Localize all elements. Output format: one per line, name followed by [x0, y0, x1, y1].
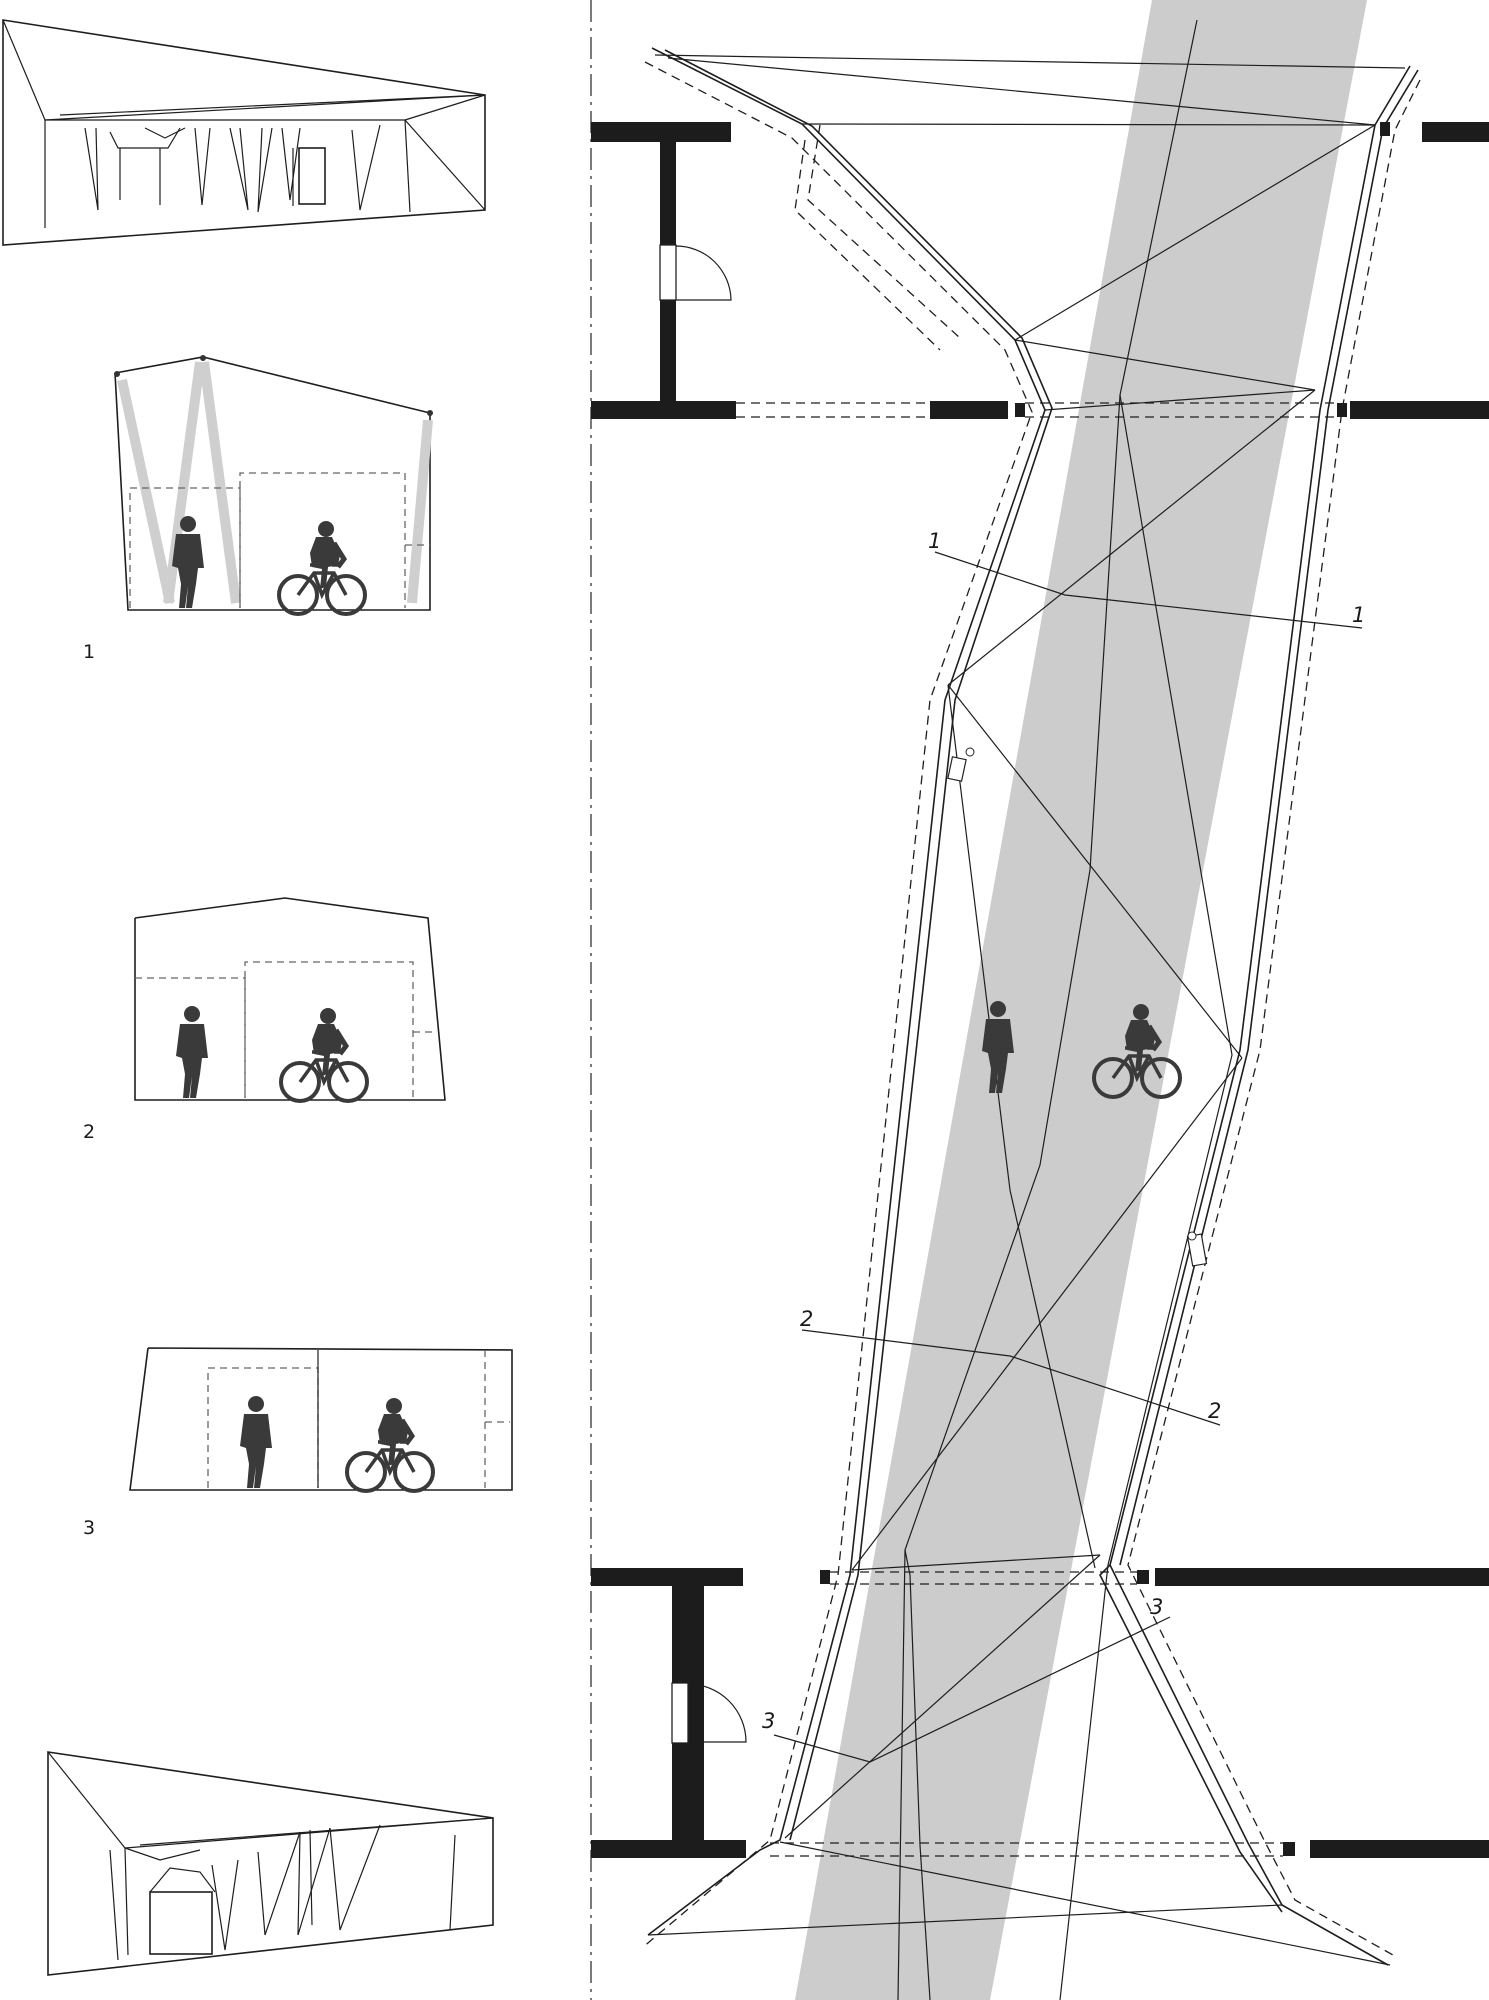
- fixture-lower: [1186, 1231, 1208, 1267]
- cut-marker-1-end: 1: [1352, 603, 1365, 627]
- perspective-view-top: [2, 19, 486, 246]
- light-band: [795, 0, 1367, 2000]
- cut-marker-3-end: 3: [1150, 1595, 1163, 1619]
- cut-marker-2-end: 2: [1208, 1399, 1221, 1423]
- cut-marker-1-start: 1: [928, 529, 941, 553]
- section-2-drawing: 2: [83, 897, 446, 1143]
- section-1-label: 1: [83, 641, 95, 663]
- fixture-upper: [947, 747, 975, 782]
- perspective-view-bottom: [47, 1751, 494, 1976]
- cut-marker-2-start: 2: [800, 1307, 813, 1331]
- section-3-label: 3: [83, 1517, 95, 1539]
- plan-view: 1 1 2 2 3 3: [591, 0, 1489, 2000]
- section-2-label: 2: [83, 1121, 95, 1143]
- section-1-drawing: 1: [83, 355, 433, 663]
- section-3-drawing: 3: [83, 1347, 513, 1539]
- cut-marker-3-start: 3: [762, 1709, 775, 1733]
